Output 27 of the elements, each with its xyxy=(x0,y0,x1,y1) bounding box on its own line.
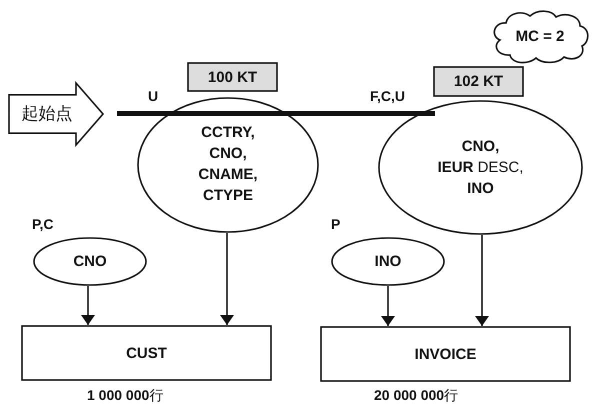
arrow xyxy=(81,286,95,325)
side-label: P xyxy=(331,216,340,232)
start-block-arrow xyxy=(8,82,104,146)
side-label: 20 000 000行 xyxy=(374,387,458,405)
node-label: 起始点 xyxy=(22,103,72,126)
label-box xyxy=(187,62,278,92)
node-label: INVOICE xyxy=(414,344,476,364)
node-label: MC = 2 xyxy=(516,26,564,46)
ellipse-node xyxy=(331,237,445,286)
node-label: CUST xyxy=(126,344,167,364)
side-label: F,C,U xyxy=(370,88,405,104)
node-label: CNO xyxy=(73,252,107,272)
table-box xyxy=(320,326,571,382)
table-box xyxy=(21,325,272,381)
side-label: P,C xyxy=(32,216,54,232)
node-label: CNO, IEUR DESC, INO xyxy=(438,137,524,199)
arrow xyxy=(220,233,234,325)
side-label: U xyxy=(148,88,158,104)
node-label: INO xyxy=(374,252,402,272)
label-box xyxy=(433,66,524,97)
ellipse-node xyxy=(33,237,147,286)
node-label: CCTRY, CNO, CNAME, CTYPE xyxy=(198,123,258,206)
side-label: 1 000 000行 xyxy=(87,387,164,405)
arrow xyxy=(381,286,395,326)
arrow xyxy=(475,235,489,326)
node-label: 102 KT xyxy=(454,72,504,92)
node-label: 100 KT xyxy=(208,68,258,88)
